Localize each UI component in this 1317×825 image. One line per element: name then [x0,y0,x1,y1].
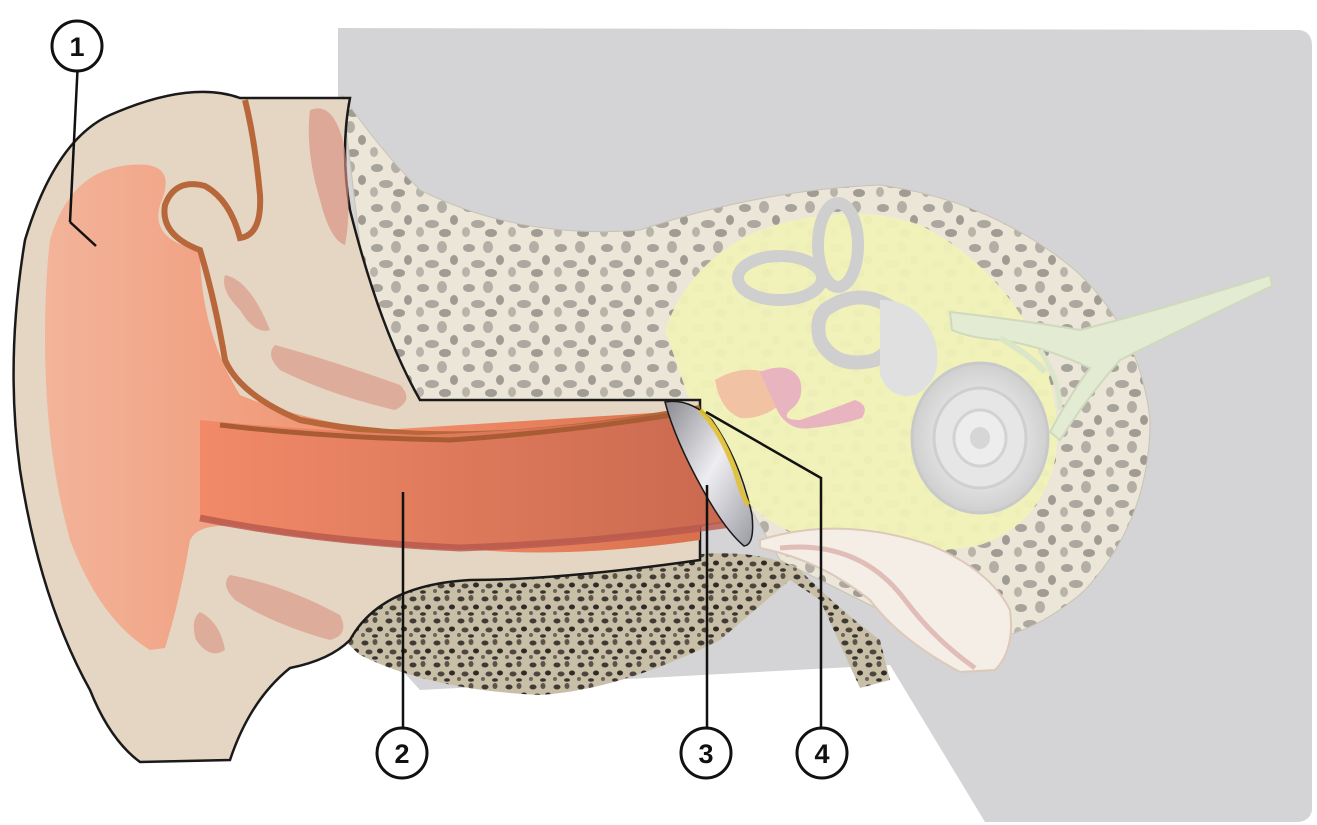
callout-2-label: 2 [394,739,409,769]
callout-4: 4 [797,728,847,778]
callout-2: 2 [377,728,427,778]
callout-4-label: 4 [814,739,829,769]
cochlea [912,363,1048,513]
callout-3-label: 3 [698,739,713,769]
callout-1: 1 [52,21,102,71]
callout-1-label: 1 [69,32,84,62]
callout-3: 3 [681,728,731,778]
